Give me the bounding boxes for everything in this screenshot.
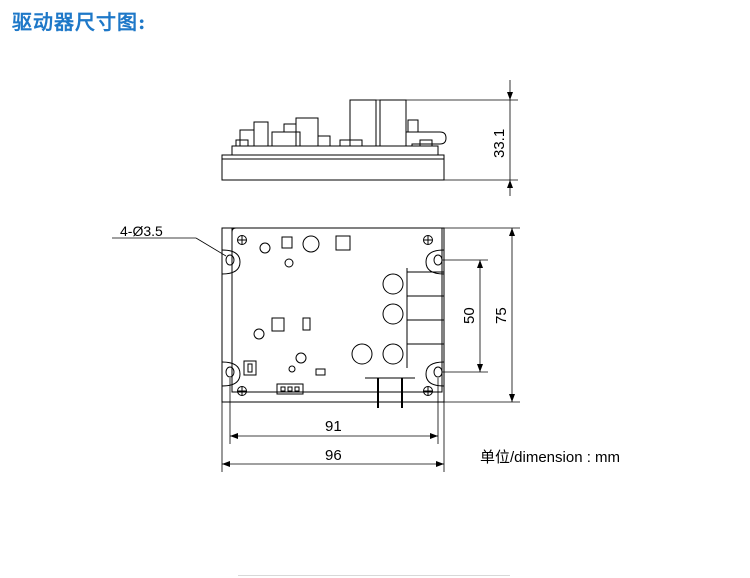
mounting-hole xyxy=(433,366,443,378)
side-connector xyxy=(405,131,447,146)
mounting-hole xyxy=(225,366,235,378)
component-square xyxy=(335,235,351,251)
bottom-connector xyxy=(276,383,304,395)
small-connector xyxy=(243,360,257,376)
side-component xyxy=(295,117,319,147)
dim-label-75: 75 xyxy=(493,307,510,324)
capacitor xyxy=(382,273,404,295)
screw xyxy=(423,386,433,396)
unit-note: 单位/dimension : mm xyxy=(480,449,621,466)
dim-label-33-1: 33.1 xyxy=(491,129,508,158)
side-pcb-board xyxy=(231,145,439,156)
component-square xyxy=(315,368,326,376)
top-view xyxy=(221,227,445,408)
component-square xyxy=(271,317,285,332)
screw xyxy=(237,235,247,245)
component-circle xyxy=(295,352,307,364)
mounting-hole xyxy=(433,254,443,266)
page-title: 驱动器尺寸图: xyxy=(12,10,147,34)
capacitor xyxy=(382,303,404,325)
side-component xyxy=(283,123,297,133)
component-square xyxy=(281,236,293,249)
capacitor xyxy=(351,343,373,365)
side-component xyxy=(317,135,331,147)
component-circle xyxy=(302,235,320,253)
divider xyxy=(238,575,510,576)
screw xyxy=(423,235,433,245)
component-circle xyxy=(253,328,265,340)
hole-callout xyxy=(112,237,227,257)
component-square xyxy=(302,317,311,331)
hole-callout-label: 4-Ø3.5 xyxy=(120,223,163,239)
side-view xyxy=(221,80,518,196)
component-circle xyxy=(288,365,296,373)
dim-label-50: 50 xyxy=(461,307,478,324)
side-capacitor xyxy=(349,99,377,147)
component-circle xyxy=(259,242,271,254)
dim-label-91: 91 xyxy=(325,418,342,435)
capacitor xyxy=(382,343,404,365)
pcb-outline xyxy=(231,228,443,393)
mounting-hole xyxy=(225,254,235,266)
component-circle xyxy=(284,258,294,268)
dim-label-96: 96 xyxy=(325,447,342,464)
side-component xyxy=(253,121,269,147)
side-component xyxy=(339,139,363,147)
screw xyxy=(237,386,247,396)
side-capacitor xyxy=(379,99,407,147)
side-component xyxy=(239,129,255,147)
outer-plate xyxy=(221,227,445,403)
